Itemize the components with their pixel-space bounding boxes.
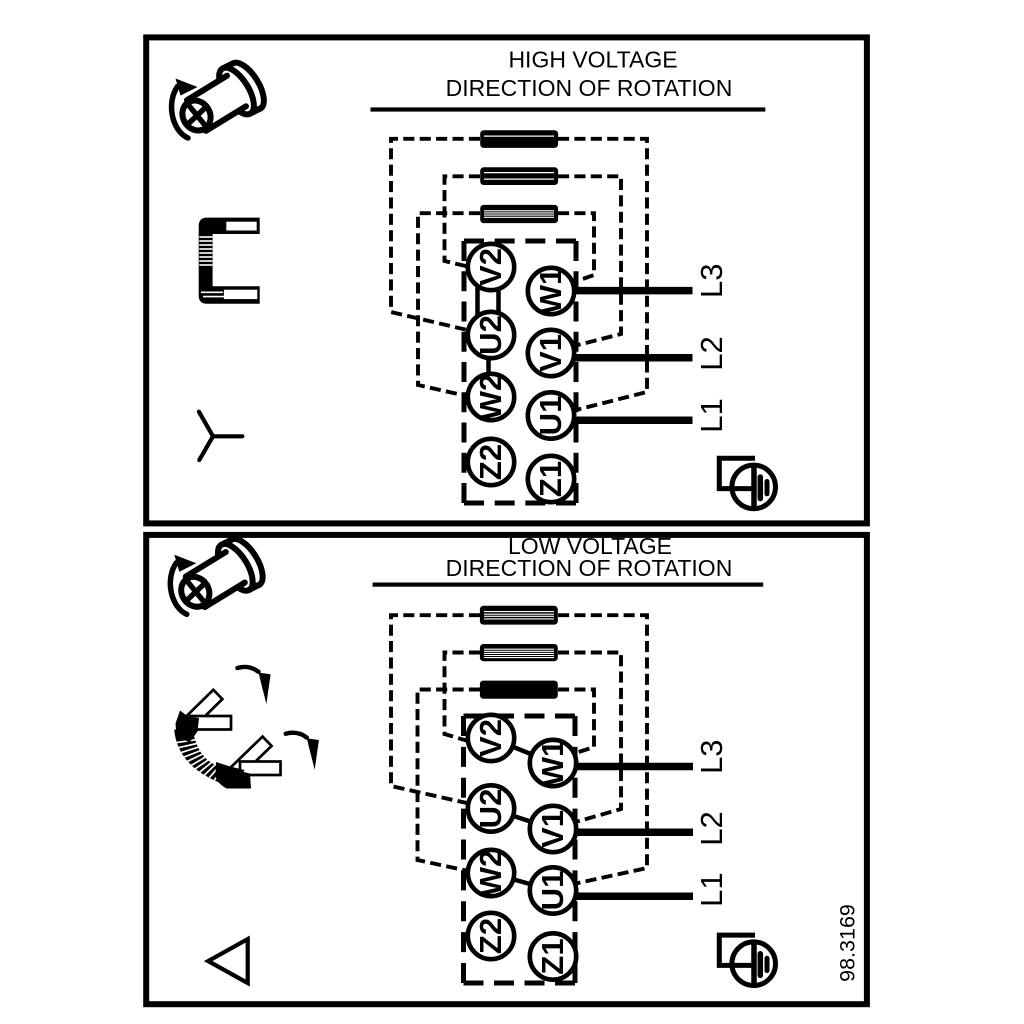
svg-text:LOW VOLTAGE: LOW VOLTAGE	[508, 533, 672, 559]
svg-text:W2: W2	[473, 850, 508, 897]
svg-text:U1: U1	[535, 871, 570, 911]
svg-text:L1: L1	[694, 872, 729, 906]
svg-text:L2: L2	[694, 336, 729, 370]
svg-text:L3: L3	[694, 264, 729, 298]
svg-text:L3: L3	[694, 739, 729, 773]
svg-text:W2: W2	[473, 374, 508, 421]
svg-text:Z1: Z1	[535, 938, 570, 974]
svg-text:98.3169: 98.3169	[836, 904, 860, 982]
svg-text:HIGH VOLTAGE: HIGH VOLTAGE	[508, 47, 677, 73]
svg-text:U2: U2	[473, 315, 508, 355]
svg-text:V2: V2	[473, 248, 508, 286]
svg-text:L2: L2	[694, 811, 729, 845]
svg-text:L1: L1	[694, 398, 729, 432]
svg-text:Z2: Z2	[473, 444, 508, 480]
svg-text:DIRECTION OF ROTATION: DIRECTION OF ROTATION	[446, 555, 733, 581]
svg-text:V2: V2	[473, 719, 508, 757]
svg-text:Z1: Z1	[533, 461, 568, 497]
svg-text:W1: W1	[535, 740, 570, 787]
svg-text:W1: W1	[533, 268, 568, 315]
svg-text:V1: V1	[533, 334, 568, 372]
svg-text:U2: U2	[473, 789, 508, 829]
svg-text:DIRECTION OF ROTATION: DIRECTION OF ROTATION	[446, 75, 733, 101]
svg-text:V1: V1	[535, 810, 570, 848]
svg-text:Z2: Z2	[473, 918, 508, 954]
svg-text:U1: U1	[533, 396, 568, 436]
